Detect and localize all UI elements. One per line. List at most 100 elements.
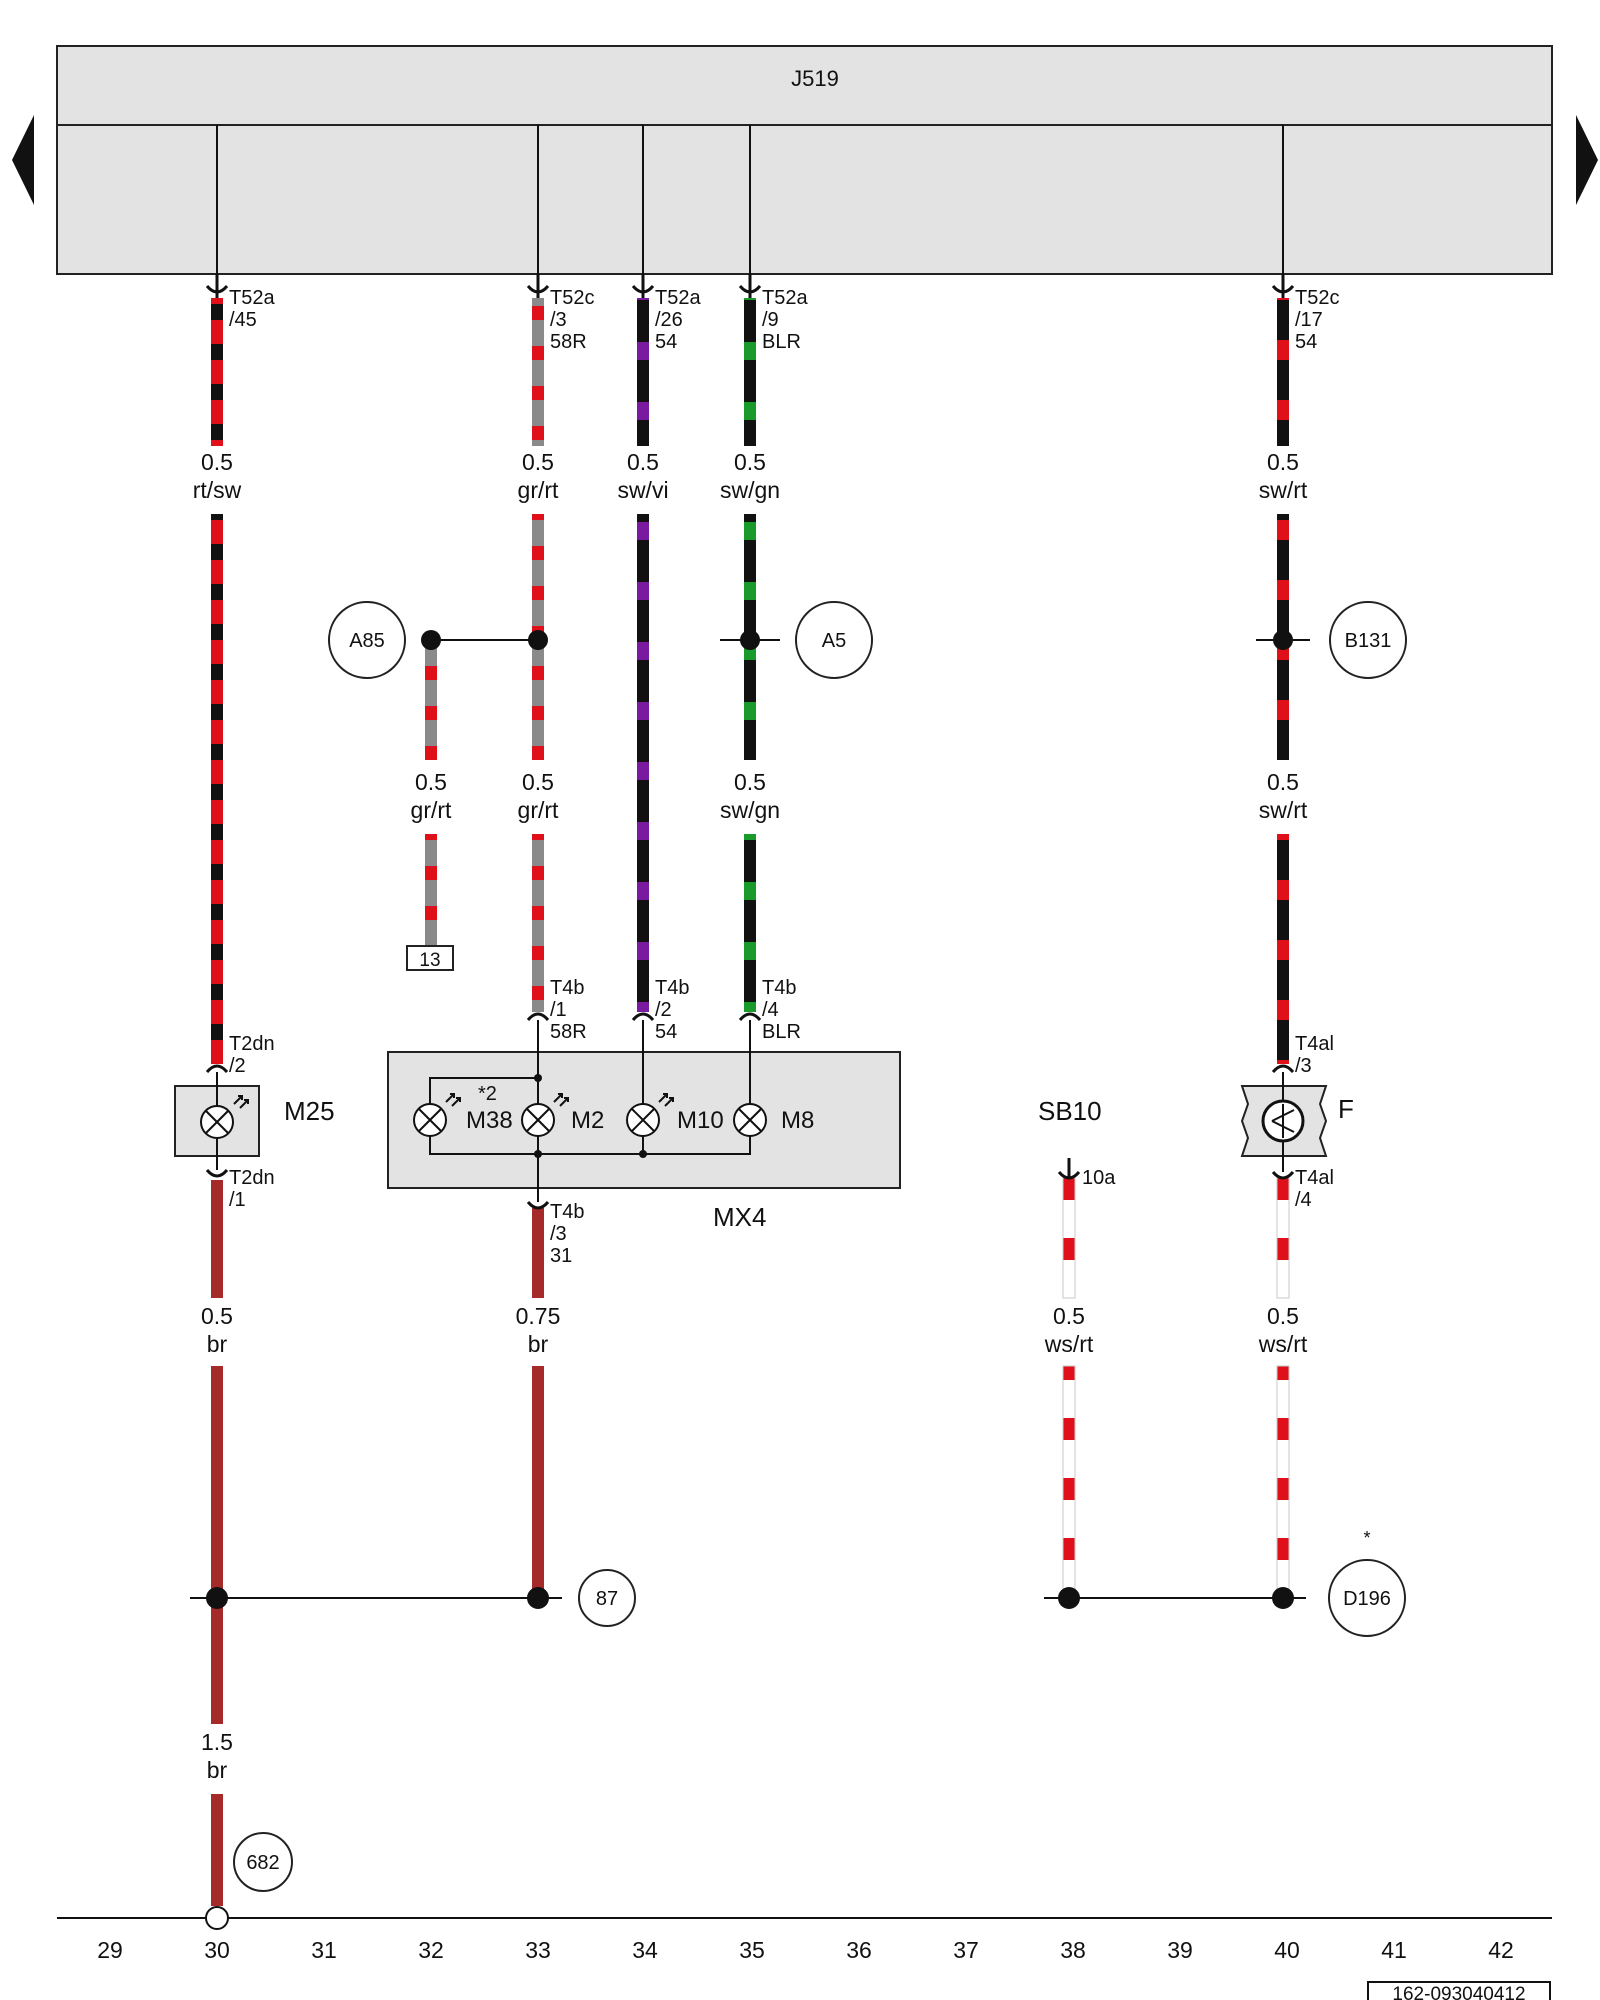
- grid-number: 41: [1381, 1937, 1407, 1963]
- connection-point-682: [233, 1832, 293, 1892]
- connection-point-a5: [795, 601, 873, 679]
- grid-number: 35: [739, 1937, 765, 1963]
- wire-size: 0.5: [734, 449, 766, 475]
- component-m10-label: M10: [677, 1107, 724, 1134]
- connection-point-87-label: 87: [596, 1588, 618, 1610]
- reference-box-13: [406, 945, 454, 971]
- wire-c32-top: [425, 648, 437, 760]
- grid-number: 36: [846, 1937, 872, 1963]
- wire-color: sw/gn: [720, 477, 780, 503]
- wire-c34-top: [637, 298, 649, 446]
- diagram-id-label: 162-093040412: [1392, 1984, 1525, 2000]
- bulb-icon: [626, 1093, 674, 1137]
- splice-dot: [528, 630, 548, 650]
- bulb-icon: [413, 1093, 461, 1137]
- bulb-icon: [521, 1093, 569, 1137]
- grid-number: 42: [1488, 1937, 1514, 1963]
- splice-dot: [421, 630, 441, 650]
- wire-c33-low: [532, 834, 544, 1012]
- wires: [211, 298, 1290, 1906]
- wire-color: sw/rt: [1259, 797, 1308, 823]
- control-unit-j519: [56, 45, 1553, 275]
- splice-dot: [1272, 1587, 1294, 1609]
- grid-number: 39: [1167, 1937, 1193, 1963]
- arrow-right-icon[interactable]: [1576, 115, 1598, 205]
- splice-dot: [1058, 1587, 1080, 1609]
- wire-size: 0.5: [734, 769, 766, 795]
- wire-color: gr/rt: [411, 797, 453, 823]
- component-m8-label: M8: [781, 1107, 814, 1134]
- grid-number: 37: [953, 1937, 979, 1963]
- wire-c30-mid: [211, 514, 223, 1064]
- wire-c38-top: [1062, 1177, 1076, 1299]
- junction-dot: [534, 1074, 542, 1082]
- connector-caps: [205, 274, 1295, 1210]
- component-mx4-label: MX4: [713, 1202, 766, 1232]
- junction-dot: [639, 1150, 647, 1158]
- wire-size: 0.5: [201, 1303, 233, 1329]
- wire-size: 1.5: [201, 1729, 233, 1755]
- component-m25-label: M25: [284, 1096, 335, 1126]
- grid-number: 33: [525, 1937, 551, 1963]
- wire-size: 0.5: [1267, 1303, 1299, 1329]
- note-2-label: *2: [478, 1083, 497, 1105]
- wire-color: br: [207, 1757, 228, 1783]
- wire-color: sw/rt: [1259, 477, 1308, 503]
- wire-size: 0.5: [415, 769, 447, 795]
- wire-size: 0.5: [201, 449, 233, 475]
- connector-t2dn-2: T2dn/2: [229, 1033, 275, 1077]
- grid-number: 34: [632, 1937, 658, 1963]
- connector-t2dn-1: T2dn/1: [229, 1167, 275, 1211]
- wire-size: 0.5: [1267, 769, 1299, 795]
- connection-point-a85: [328, 601, 406, 679]
- wire-color: gr/rt: [518, 797, 560, 823]
- wire-size: 0.75: [516, 1303, 561, 1329]
- connection-point-a85-label: A85: [349, 630, 385, 652]
- connection-point-b131-label: B131: [1345, 630, 1392, 652]
- connection-point-a5-label: A5: [822, 630, 846, 652]
- wire-c30-low: [211, 1180, 223, 1298]
- wire-size: 0.5: [522, 769, 554, 795]
- grid-number: 32: [418, 1937, 444, 1963]
- wire-c32-low: [425, 834, 437, 946]
- diagram-id-box: [1367, 1981, 1551, 2000]
- splice-dot: [740, 630, 760, 650]
- wire-c40-ground: [1276, 1365, 1290, 1599]
- wire-c33-ground2: [532, 1366, 544, 1598]
- component-sb10-label: SB10: [1038, 1096, 1102, 1126]
- wire-color: sw/vi: [617, 477, 668, 503]
- wire-c40-low: [1277, 834, 1289, 1064]
- wire-c33-ground1: [532, 1208, 544, 1298]
- wire-labels: 0.5 rt/sw 0.5 gr/rt 0.5 sw/vi 0.5 sw/gn …: [193, 449, 1308, 1783]
- connector-t52a-45: T52a/45: [229, 287, 275, 331]
- arrow-left-icon[interactable]: [12, 115, 34, 205]
- connection-point-682-label: 682: [246, 1852, 279, 1874]
- wire-color: rt/sw: [193, 477, 242, 503]
- splice-dot: [1273, 630, 1293, 650]
- wire-color: br: [528, 1331, 549, 1357]
- wire-color: ws/rt: [1258, 1331, 1308, 1357]
- wire-c33-top: [532, 298, 544, 446]
- grid-number: 40: [1274, 1937, 1300, 1963]
- reference-box-13-label: 13: [419, 950, 440, 971]
- wire-color: gr/rt: [518, 477, 560, 503]
- bulb-icon: [733, 1103, 767, 1137]
- grid-number: 29: [97, 1937, 123, 1963]
- wire-c40-top: [1277, 298, 1289, 446]
- grid-number: 31: [311, 1937, 337, 1963]
- wire-c30-bottom: [211, 1794, 223, 1906]
- component-f-label: F: [1338, 1094, 1354, 1124]
- connector-t4al-4: T4al/4: [1295, 1167, 1334, 1211]
- wire-color: sw/gn: [720, 797, 780, 823]
- wire-c30-top: [211, 298, 223, 446]
- connector-sb10-10a: 10a: [1082, 1167, 1116, 1189]
